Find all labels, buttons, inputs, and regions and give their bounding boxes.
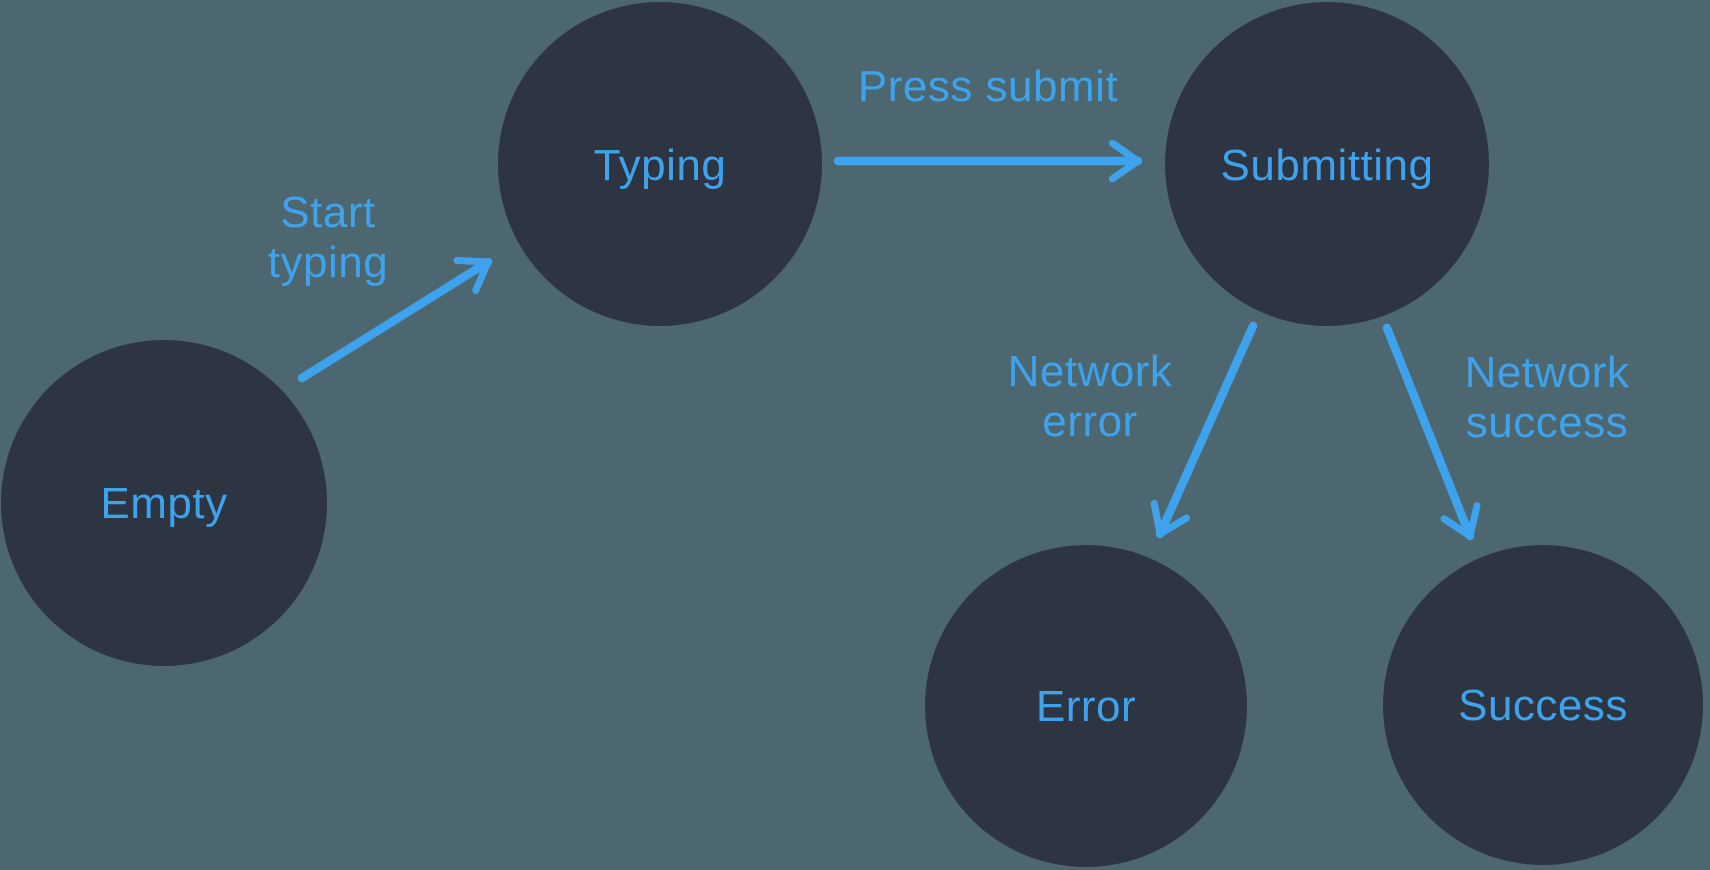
empty-label: Empty (100, 479, 227, 528)
state-node-empty: Empty (1, 340, 327, 666)
error-label: Error (1036, 682, 1136, 731)
press-submit-label: Press submit (858, 62, 1118, 111)
start-typing-label-line2: typing (268, 238, 388, 287)
network-error-label-line2: error (1042, 397, 1137, 446)
network-success-arrow (1382, 323, 1481, 541)
network-error-arrow (1150, 321, 1258, 539)
success-label: Success (1458, 681, 1628, 730)
error-circle (925, 545, 1247, 867)
success-circle (1383, 545, 1703, 865)
typing-label: Typing (594, 141, 727, 190)
submitting-label: Submitting (1221, 141, 1434, 190)
edge-network-success: Network success (1382, 323, 1630, 541)
start-typing-arrow (297, 256, 493, 383)
start-typing-label-line1: Start (280, 188, 375, 237)
state-node-submitting: Submitting (1165, 2, 1489, 326)
network-error-label-line1: Network (1008, 347, 1173, 396)
edge-network-error: Network error (1008, 321, 1258, 539)
edge-start-typing: Start typing (268, 188, 493, 383)
network-success-label-line2: success (1466, 398, 1628, 447)
submitting-circle (1165, 2, 1489, 326)
empty-circle (1, 340, 327, 666)
state-node-typing: Typing (498, 2, 822, 326)
state-node-error: Error (925, 545, 1247, 867)
network-success-label-line1: Network (1465, 348, 1630, 397)
state-node-success: Success (1383, 545, 1703, 865)
typing-circle (498, 2, 822, 326)
edge-press-submit: Press submit (833, 62, 1143, 183)
